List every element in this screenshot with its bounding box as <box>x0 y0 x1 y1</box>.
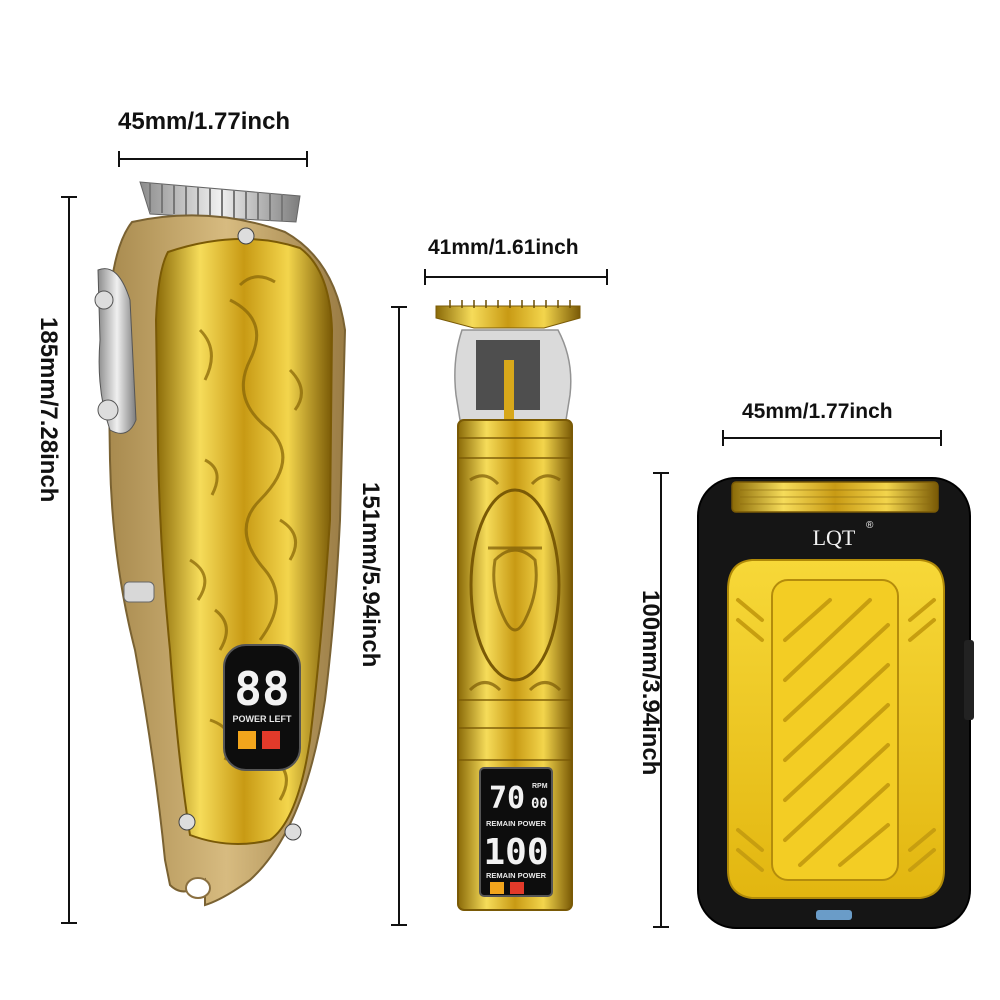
trimmer-width-line <box>424 269 608 285</box>
clipper-display: 88 POWER LEFT <box>223 644 301 771</box>
trimmer-rpm-small: 00 <box>531 796 548 812</box>
foil-shaver: LQT ® <box>697 477 974 929</box>
shaver-brand-mark: ® <box>866 520 874 531</box>
clipper-height-line <box>61 196 77 924</box>
trimmer-width-label: 41mm/1.61inch <box>428 236 579 259</box>
trimmer-height-line <box>391 306 407 926</box>
t-blade-trimmer: 70 RPM 00 REMAIN POWER 100 REMAIN POWER <box>435 300 581 911</box>
trimmer-rpm-value: 70 <box>489 781 525 816</box>
trimmer-rpm-unit: RPM <box>532 783 548 790</box>
trimmer-power-value: 100 <box>483 832 548 873</box>
clipper-width-label: 45mm/1.77inch <box>118 108 291 135</box>
clipper-display-digits: 88 <box>234 662 289 716</box>
trimmer-blade <box>435 305 581 329</box>
clipper-lever <box>97 268 137 434</box>
shaver-width-line <box>722 430 942 446</box>
shaver-height-line <box>653 472 669 928</box>
shaver-brand-logo: LQT <box>813 525 856 550</box>
clipper-width-line <box>118 151 308 167</box>
trimmer-label-bottom: REMAIN POWER <box>486 871 547 880</box>
trimmer-display: 70 RPM 00 REMAIN POWER 100 REMAIN POWER <box>479 767 553 897</box>
clipper-display-label: POWER LEFT <box>233 714 292 724</box>
shaver-width-label: 45mm/1.77inch <box>742 400 893 423</box>
hair-clipper: 88 POWER LEFT <box>94 181 347 907</box>
trimmer-label-top: REMAIN POWER <box>486 819 547 828</box>
